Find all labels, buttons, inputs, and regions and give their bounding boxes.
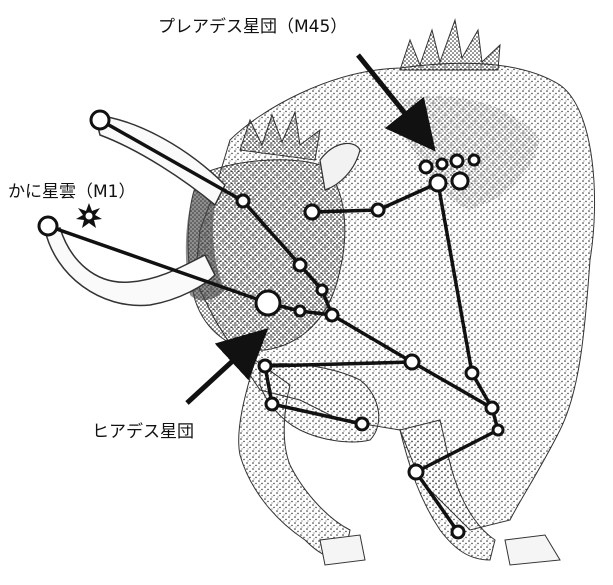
pleiades-star: [451, 155, 463, 167]
star-zeta: [237, 195, 249, 207]
star-foreleg-end: [356, 418, 368, 430]
star-back-lower: [466, 367, 478, 379]
star-aldebaran: [256, 291, 280, 315]
star-hind-knee: [493, 425, 503, 435]
star-horn-tip-lower: [39, 217, 57, 235]
pleiades-star: [437, 159, 447, 169]
bull-hoof-hind: [505, 535, 560, 565]
hyades-label: ヒアデス星団: [92, 421, 194, 442]
spiky-star-icon: [76, 203, 102, 228]
pleiades-star: [430, 175, 446, 191]
bull-hoof-front: [320, 535, 365, 565]
star-ear-link: [372, 204, 384, 216]
star-horn-tip-upper: [91, 111, 109, 129]
hyades-arrow: [187, 345, 250, 403]
star-gamma: [317, 285, 327, 295]
line-ear-link: [312, 210, 378, 212]
star-delta: [295, 306, 305, 316]
star-hind-mid: [409, 465, 423, 479]
crab-nebula-label: かに星雲（M1）: [8, 182, 135, 202]
star-shoulder: [405, 355, 419, 369]
star-epsilon: [326, 309, 338, 321]
star-foreleg-mid: [266, 398, 278, 410]
star-theta: [294, 259, 306, 271]
star-ear: [305, 205, 319, 219]
star-hind: [486, 402, 498, 414]
pleiades-star: [420, 161, 432, 173]
star-hind-foot: [452, 526, 464, 538]
pleiades-label: プレアデス星団（M45）: [158, 16, 347, 37]
bull-back-tuft: [400, 20, 500, 70]
pleiades-star: [452, 173, 468, 189]
pleiades-star: [469, 155, 479, 165]
star-foreleg-top: [259, 360, 271, 372]
